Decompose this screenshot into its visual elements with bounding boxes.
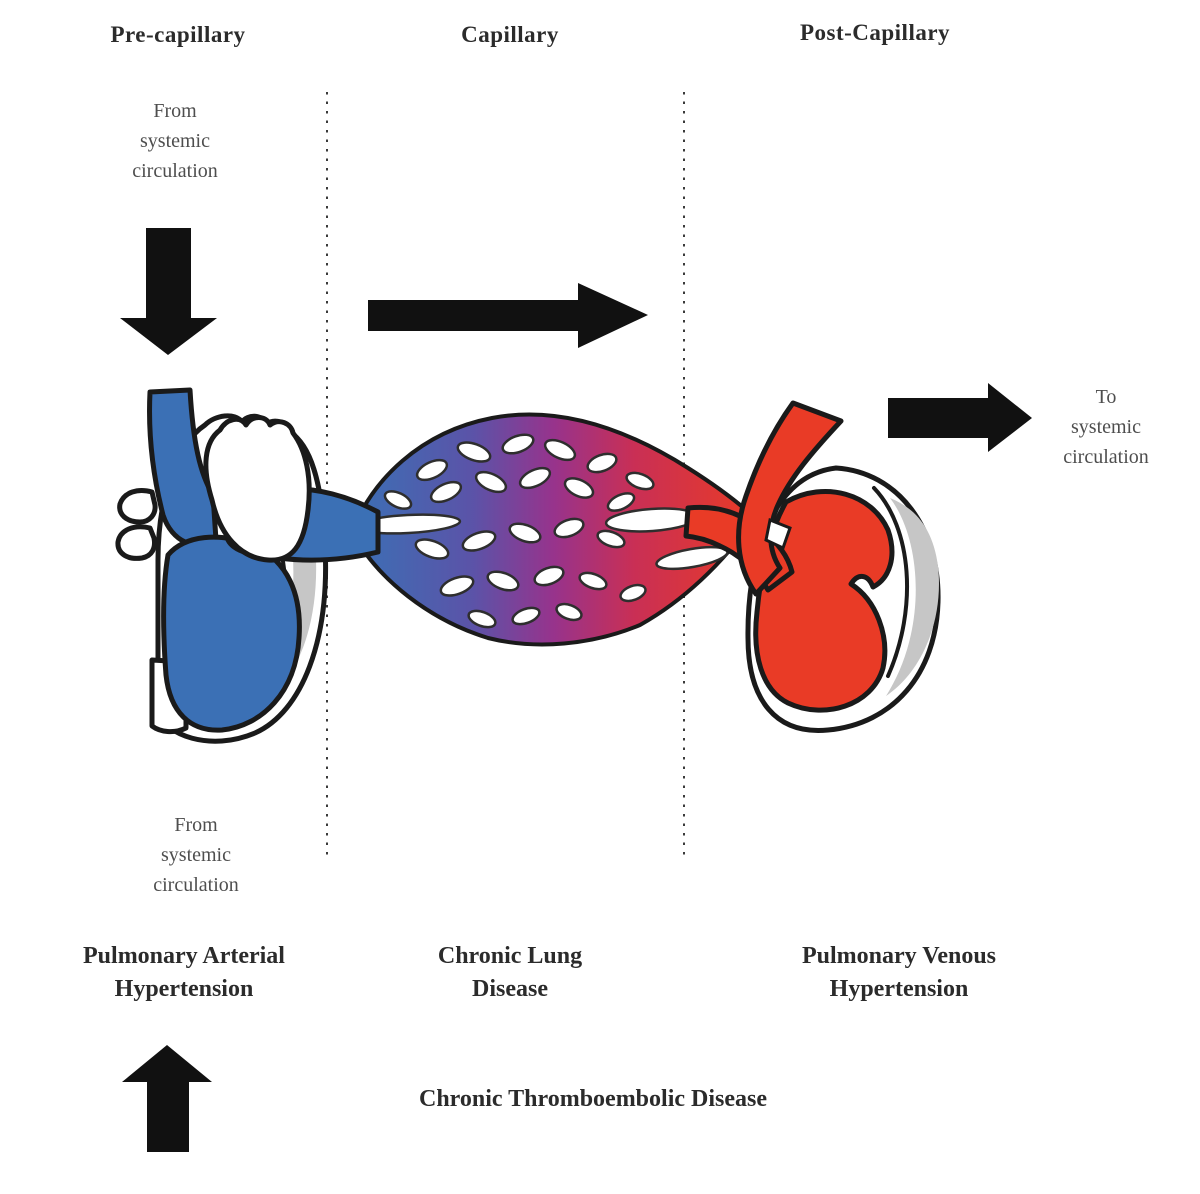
diagnosis-pulmonary-arterial-hypertension: Pulmonary Arterial Hypertension [83,943,285,1002]
right-heart-illustration [683,400,941,733]
to-systemic-circulation-label: To systemic circulation [1063,386,1149,468]
from-systemic-circulation-bottom-label: From systemic circulation [153,814,239,896]
header-pre-capillary: Pre-capillary [110,22,246,47]
diagnosis-chronic-lung-disease: Chronic Lung Disease [437,943,583,1002]
atrium [203,415,312,563]
diagnosis-pulmonary-venous-hypertension: Pulmonary Venous Hypertension [801,943,997,1002]
aorta-vessel [736,400,844,597]
section-divider-lines [326,92,685,858]
down-arrow-icon [120,228,217,355]
up-arrow-icon [122,1045,212,1152]
diagnosis-chronic-thromboembolic-disease: Chronic Thromboembolic Disease [418,1086,768,1112]
from-systemic-circulation-top-label: From systemic circulation [132,100,218,182]
header-post-capillary: Post-Capillary [799,20,951,45]
flow-arrows [120,228,1032,1152]
right-arrow-icon [368,283,648,348]
left-heart-illustration [115,387,381,744]
right-arrow-small-icon [888,383,1032,452]
header-capillary: Capillary [461,22,559,47]
capillary-network-illustration [349,412,758,647]
